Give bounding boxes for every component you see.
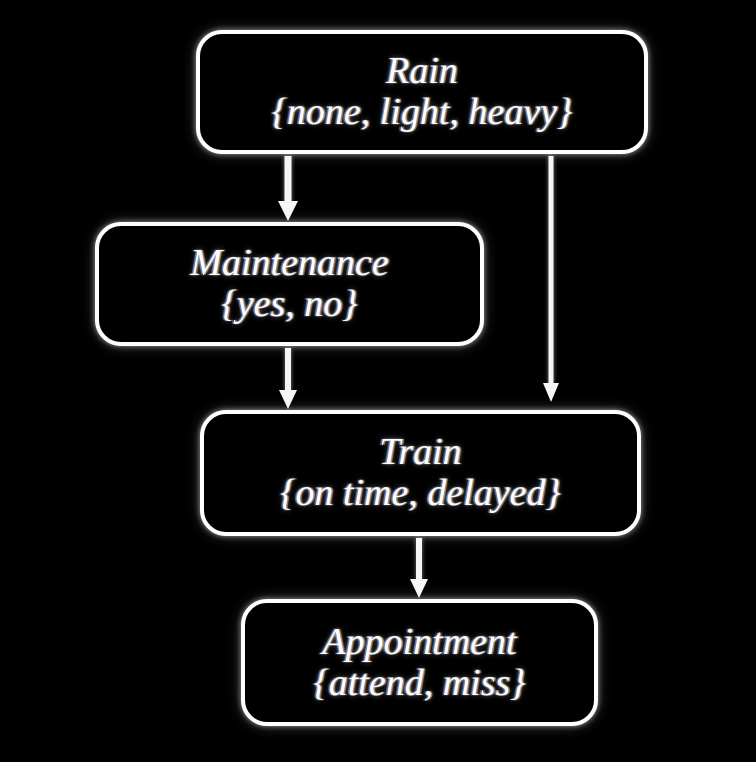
node-train-name: Train (379, 431, 462, 474)
node-appointment-states: {attend, miss} (313, 661, 526, 704)
node-rain-name: Rain (386, 50, 458, 93)
node-maintenance[interactable]: Maintenance {yes, no} (95, 222, 484, 346)
node-appointment[interactable]: Appointment {attend, miss} (241, 599, 598, 726)
node-rain[interactable]: Rain {none, light, heavy} (196, 30, 648, 154)
edge-rain-to-train (543, 156, 559, 402)
node-rain-states: {none, light, heavy} (271, 91, 573, 133)
edge-train-to-appointment (410, 538, 428, 598)
node-maintenance-name: Maintenance (190, 242, 389, 285)
node-train-states: {on time, delayed} (280, 472, 561, 514)
node-maintenance-states: {yes, no} (221, 283, 358, 325)
edge-rain-to-maintenance (278, 156, 298, 221)
node-train[interactable]: Train {on time, delayed} (200, 410, 641, 536)
node-appointment-name: Appointment (322, 620, 517, 663)
edge-maintenance-to-train (279, 348, 297, 409)
